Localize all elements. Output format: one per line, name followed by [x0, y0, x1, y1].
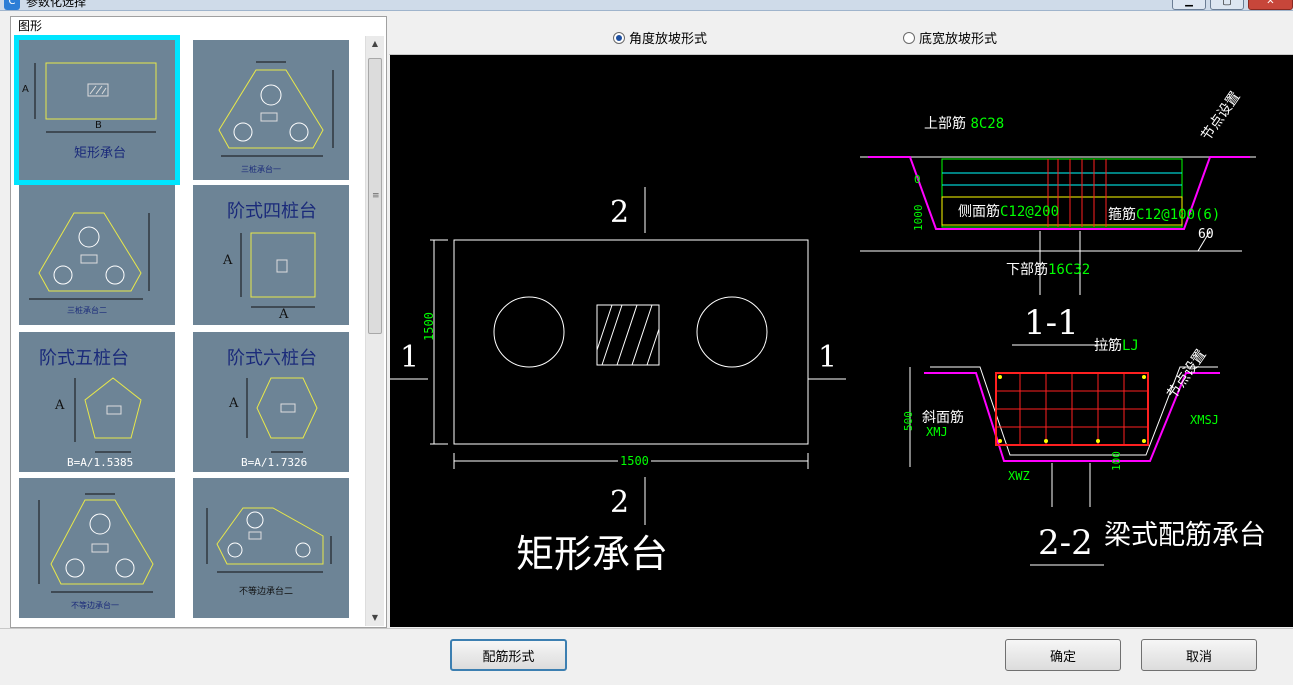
- thumb-label: 矩形承台: [74, 146, 127, 161]
- thumb-stepped-five-pile-cap[interactable]: 阶式五桩台 A B=A/1.5385: [19, 332, 175, 472]
- thumb-three-pile-cap[interactable]: 三桩承台一: [193, 40, 349, 180]
- thumb-label: 阶式四桩台: [227, 201, 317, 222]
- ok-button[interactable]: 确定: [1005, 639, 1121, 671]
- dim-1000: 1000: [912, 204, 925, 232]
- thumb-b-ratio: B=A/1.5385: [67, 456, 134, 469]
- section-2-2-title: 2-2: [1038, 523, 1093, 563]
- xwz-label: XWZ: [1008, 469, 1030, 483]
- maximize-icon[interactable]: ▢: [1210, 0, 1244, 10]
- thumb-stepped-four-pile-cap[interactable]: 阶式四桩台 A A: [193, 185, 349, 325]
- dim-500: 500: [902, 411, 915, 431]
- slope-options: 角度放坡形式 底宽放坡形式: [389, 16, 1293, 55]
- shape-panel-label: 图形: [18, 19, 43, 33]
- cancel-button[interactable]: 取消: [1141, 639, 1257, 671]
- slope-bar-label: 斜面筋: [922, 410, 964, 426]
- radio-selected-icon[interactable]: [613, 31, 625, 44]
- bottom-bar-label: 下部筋16C32: [1006, 262, 1091, 278]
- angle-label: 60: [1198, 227, 1214, 242]
- xmj-label: XMJ: [926, 425, 948, 439]
- radio-angle-label: 角度放坡形式: [629, 32, 708, 47]
- button-bar: 配筋形式 确定 取消: [0, 628, 1293, 685]
- dim-100: 100: [1110, 451, 1123, 471]
- radio-width-label: 底宽放坡形式: [919, 32, 998, 47]
- thumb-b-ratio: B=A/1.7326: [241, 456, 308, 469]
- scroll-thumb[interactable]: ≡: [368, 58, 382, 334]
- rebar-form-button[interactable]: 配筋形式: [450, 639, 567, 671]
- radio-width-slope[interactable]: 底宽放坡形式: [903, 28, 997, 47]
- stirrup-label: 箍筋C12@100(6): [1108, 207, 1221, 223]
- thumb-stepped-six-pile-cap[interactable]: 阶式六桩台 A B=A/1.7326: [193, 332, 349, 472]
- scroll-down-icon[interactable]: ▼: [371, 613, 379, 622]
- thumb-rectangle-cap[interactable]: A B 矩形承台: [14, 35, 180, 185]
- thumb-label: 不等边承台一: [71, 601, 119, 610]
- thumb-three-pile-cap-2[interactable]: 三桩承台二: [19, 185, 175, 325]
- scroll-up-icon[interactable]: ▲: [371, 39, 379, 48]
- close-icon[interactable]: ✕: [1248, 0, 1293, 10]
- section-1-1-title: 1-1: [1024, 303, 1079, 343]
- thumb-label: 阶式六桩台: [227, 348, 317, 369]
- radio-angle-slope[interactable]: 角度放坡形式: [613, 28, 707, 47]
- tie-bar-label: 拉筋LJ: [1094, 338, 1139, 354]
- main-drawing-title: 矩形承台: [516, 532, 669, 576]
- section-marker-1-right: 1: [818, 340, 838, 375]
- window-title: 参数化选择: [26, 0, 87, 9]
- thumb-unequal-side-cap-1[interactable]: 不等边承台一: [19, 478, 175, 618]
- thumb-dim-a: A: [229, 396, 239, 411]
- dim-width: 1500: [618, 454, 651, 468]
- thumb-dim-b: B: [95, 120, 102, 131]
- dim-zero: 0: [914, 173, 921, 186]
- thumb-dim-a-bottom: A: [279, 307, 289, 322]
- thumb-dim-a: A: [22, 84, 29, 95]
- minimize-icon[interactable]: ▁: [1172, 0, 1206, 10]
- thumb-label: 三桩承台一: [241, 165, 281, 174]
- section-marker-2-bottom: 2: [610, 485, 630, 520]
- section-marker-2-top: 2: [610, 195, 630, 230]
- app-icon: C: [4, 0, 20, 10]
- section-marker-1-left: 1: [400, 340, 420, 375]
- dim-height: 1500: [422, 312, 436, 341]
- side-bar-label: 侧面筋C12@200: [958, 204, 1060, 220]
- thumbnail-list[interactable]: A B 矩形承台 三桩承台一 三桩承台二: [12, 35, 364, 625]
- thumb-label: 三桩承台二: [67, 306, 107, 315]
- thumb-label: 阶式五桩台: [39, 348, 129, 369]
- thumb-unequal-side-cap-2[interactable]: 不等边承台二: [193, 478, 349, 618]
- thumb-label: 不等边承台二: [239, 587, 294, 597]
- drawing-canvas: 2 2 1 1 1500 1500 矩形承台 上部筋 8C28 侧面筋C12@2…: [390, 55, 1293, 627]
- thumb-dim-a: A: [55, 398, 65, 413]
- title-bar: C 参数化选择 ▁ ▢ ✕: [0, 0, 1293, 11]
- radio-unselected-icon[interactable]: [903, 31, 915, 44]
- thumbnail-scrollbar[interactable]: ▲ ≡ ▼: [365, 36, 384, 626]
- beam-cap-caption: 梁式配筋承台: [1104, 520, 1266, 551]
- xmsj-label: XMSJ: [1190, 413, 1219, 427]
- top-bar-label: 上部筋 8C28: [924, 116, 1005, 132]
- thumb-dim-a: A: [223, 253, 233, 268]
